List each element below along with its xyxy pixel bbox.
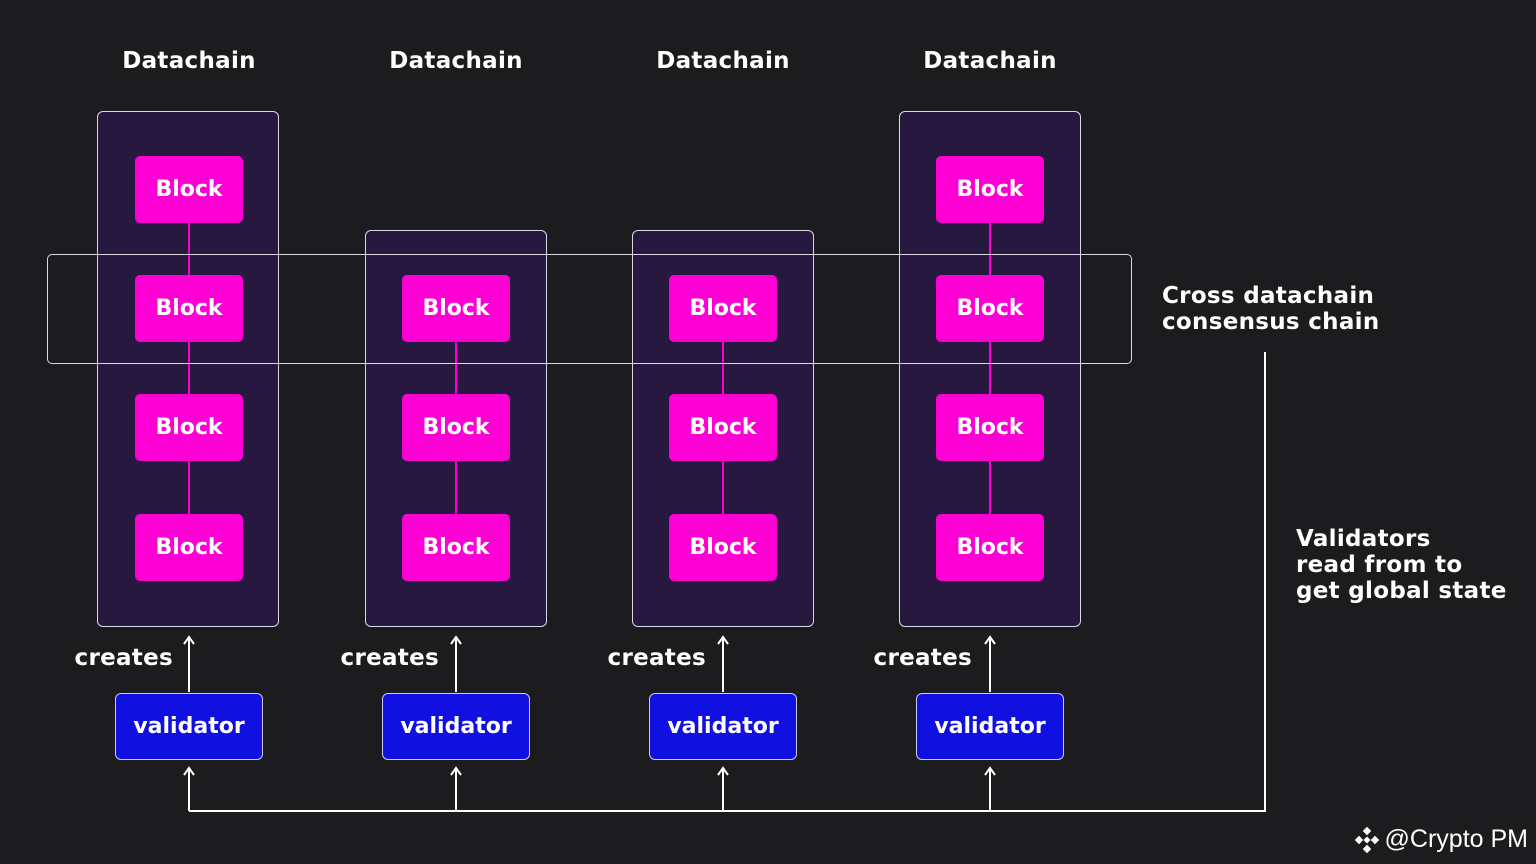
block-node: Block: [135, 394, 243, 461]
consensus-chain-label: Cross datachain consensus chain: [1162, 283, 1380, 335]
creates-label: creates: [873, 645, 972, 671]
arrowhead: [183, 635, 195, 645]
block-node: Block: [135, 275, 243, 342]
block-node: Block: [936, 275, 1044, 342]
creates-label: creates: [74, 645, 173, 671]
arrowhead: [183, 766, 195, 776]
validator-node: validator: [115, 693, 263, 760]
block-node: Block: [135, 514, 243, 581]
chain-title: Datachain: [923, 48, 1057, 74]
block-node: Block: [936, 394, 1044, 461]
chain-link: [989, 223, 991, 515]
label-line: Cross datachain: [1162, 283, 1375, 309]
arrowhead: [717, 766, 729, 776]
label-line: read from to: [1296, 552, 1463, 578]
arrowhead: [984, 766, 996, 776]
chain-title: Datachain: [656, 48, 790, 74]
block-node: Block: [936, 156, 1044, 223]
arrowhead: [450, 635, 462, 645]
validator-node: validator: [382, 693, 530, 760]
validator-node: validator: [916, 693, 1064, 760]
label-line: get global state: [1296, 578, 1507, 604]
label-line: consensus chain: [1162, 309, 1380, 335]
validators-read-label: Validators read from to get global state: [1296, 526, 1507, 604]
chain-title: Datachain: [122, 48, 256, 74]
creates-label: creates: [607, 645, 706, 671]
block-node: Block: [669, 514, 777, 581]
arrowhead: [450, 766, 462, 776]
block-node: Block: [936, 514, 1044, 581]
block-node: Block: [669, 394, 777, 461]
creates-label: creates: [340, 645, 439, 671]
block-node: Block: [135, 156, 243, 223]
chain-link: [188, 223, 190, 515]
chain-title: Datachain: [389, 48, 523, 74]
block-node: Block: [402, 394, 510, 461]
consensus-chain-outline: [47, 254, 1132, 364]
arrowhead: [717, 635, 729, 645]
global-state-wire: [189, 352, 1266, 812]
label-line: Validators: [1296, 526, 1431, 552]
block-node: Block: [402, 275, 510, 342]
validator-node: validator: [649, 693, 797, 760]
block-node: Block: [669, 275, 777, 342]
watermark: @Crypto PM: [1353, 825, 1528, 854]
arrowhead: [984, 635, 996, 645]
watermark-text: @Crypto PM: [1384, 825, 1528, 853]
block-node: Block: [402, 514, 510, 581]
binance-diamond-icon: [1354, 826, 1379, 853]
